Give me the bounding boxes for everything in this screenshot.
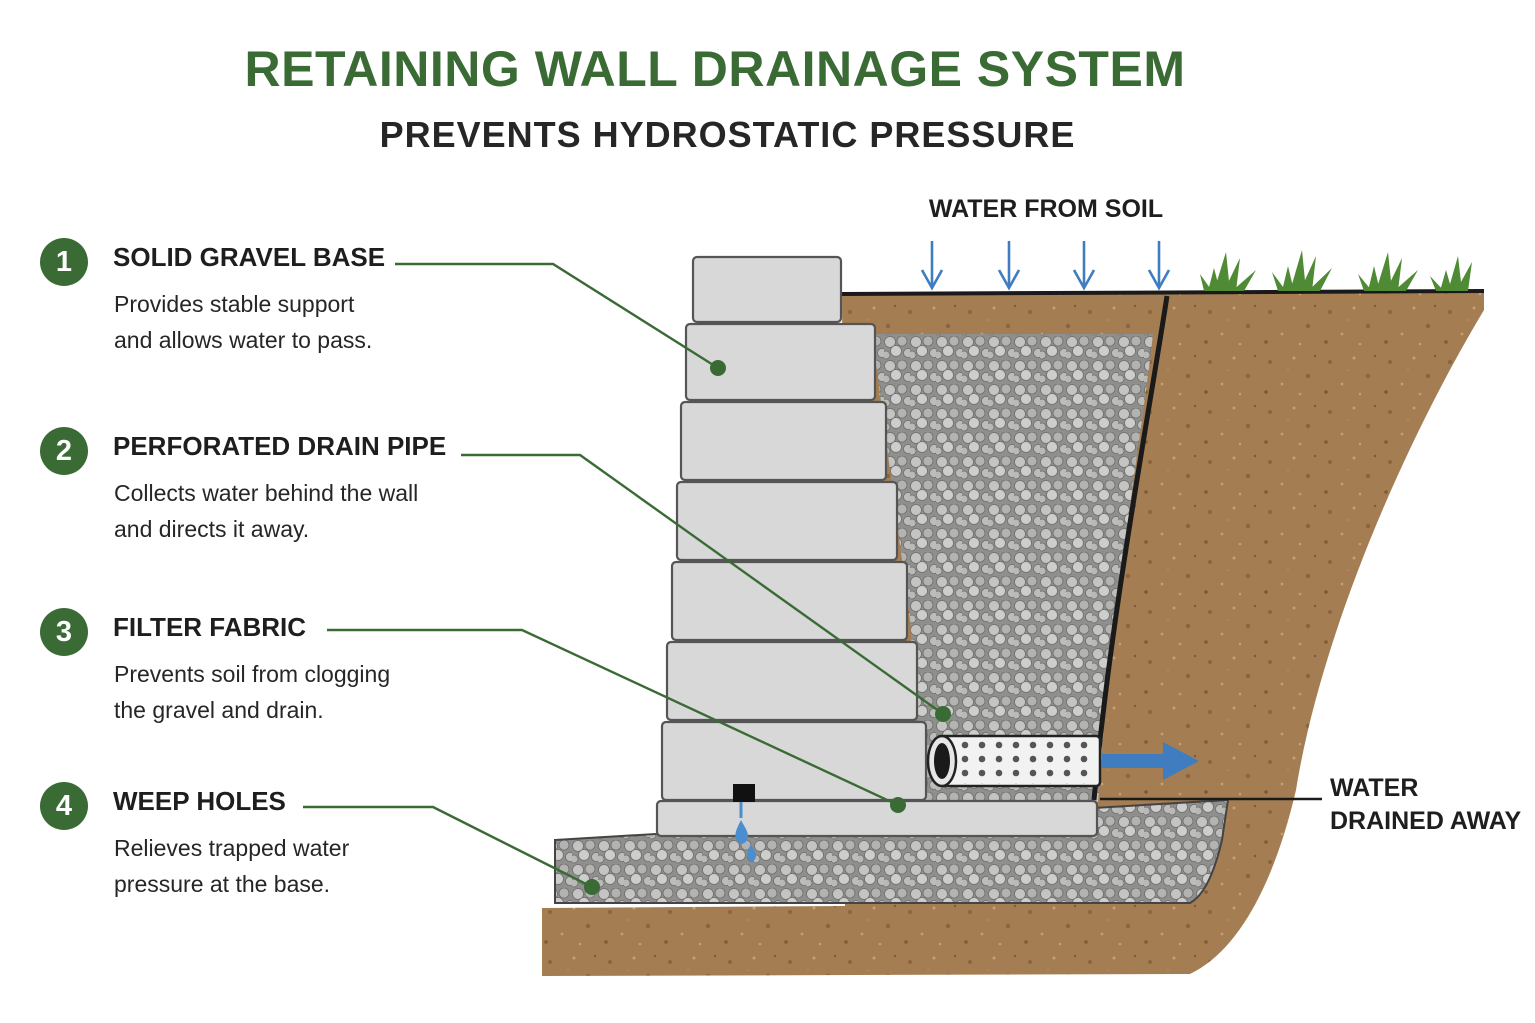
perforated-drain-pipe: [926, 734, 1102, 788]
legend-desc-line: and allows water to pass.: [114, 327, 373, 353]
wall-block: [691, 255, 843, 324]
number-badge: 4: [40, 782, 88, 830]
filter-fabric: [1091, 295, 1170, 801]
water-drained-label-line1: WATER: [1330, 774, 1418, 802]
number-badge: 2: [40, 427, 88, 475]
water-arrow-icon: [920, 241, 1171, 291]
legend-desc-line: and directs it away.: [114, 516, 310, 542]
ground-line: [841, 289, 1485, 296]
callout-dot: [935, 706, 951, 722]
wall-block: [675, 480, 899, 562]
legend-title: PERFORATED DRAIN PIPE: [113, 431, 447, 461]
callout-dot: [584, 879, 600, 895]
wall-block: [670, 560, 909, 642]
number-badge: 3: [40, 608, 88, 656]
callout-dot: [890, 797, 906, 813]
callout-line-1: [395, 262, 719, 370]
callout-lines: [303, 262, 944, 889]
gravel-backfill: [872, 334, 1153, 802]
weep-hole: [733, 784, 755, 802]
flow-arrow-icon: [1102, 742, 1199, 780]
page-title: RETAINING WALL DRAINAGE SYSTEM: [244, 41, 1186, 97]
legend-description: Provides stable support and allows water…: [114, 286, 514, 358]
page-subtitle: PREVENTS HYDROSTATIC PRESSURE: [379, 114, 1076, 155]
legend-desc-line: Relieves trapped water: [114, 835, 350, 861]
retaining-wall: [655, 255, 1099, 838]
legend-desc-line: Prevents soil from clogging: [114, 661, 391, 687]
callout-line-3: [327, 628, 899, 807]
legend-desc-line: pressure at the base.: [114, 871, 331, 897]
legend-description: Collects water behind the wall and direc…: [114, 475, 514, 547]
water-from-soil-label: WATER FROM SOIL: [929, 195, 1163, 223]
wall-block: [684, 322, 877, 402]
number-badge: 1: [40, 238, 88, 286]
wall-block: [679, 400, 888, 482]
water-drop-icon: [735, 820, 756, 862]
legend-description: Prevents soil from clogging the gravel a…: [114, 656, 514, 728]
legend-desc-line: the gravel and drain.: [114, 697, 324, 723]
legend-description: Relieves trapped water pressure at the b…: [114, 830, 514, 902]
legend-title: WEEP HOLES: [113, 786, 286, 816]
wall-leveling-pad: [655, 799, 1099, 838]
legend-title: FILTER FABRIC: [113, 612, 307, 642]
legend-title: SOLID GRAVEL BASE: [113, 242, 386, 272]
callout-line-2: [461, 453, 944, 715]
wall-block: [665, 640, 919, 722]
wall-block: [660, 720, 928, 802]
callout-line-4: [303, 805, 593, 889]
callout-dot: [710, 360, 726, 376]
grass-tuft-icon: [1200, 250, 1472, 291]
callout-dots: [584, 360, 951, 895]
legend-desc-line: Collects water behind the wall: [114, 480, 419, 506]
legend-desc-line: Provides stable support: [114, 291, 355, 317]
water-drained-label-line2: DRAINED AWAY: [1330, 807, 1522, 835]
